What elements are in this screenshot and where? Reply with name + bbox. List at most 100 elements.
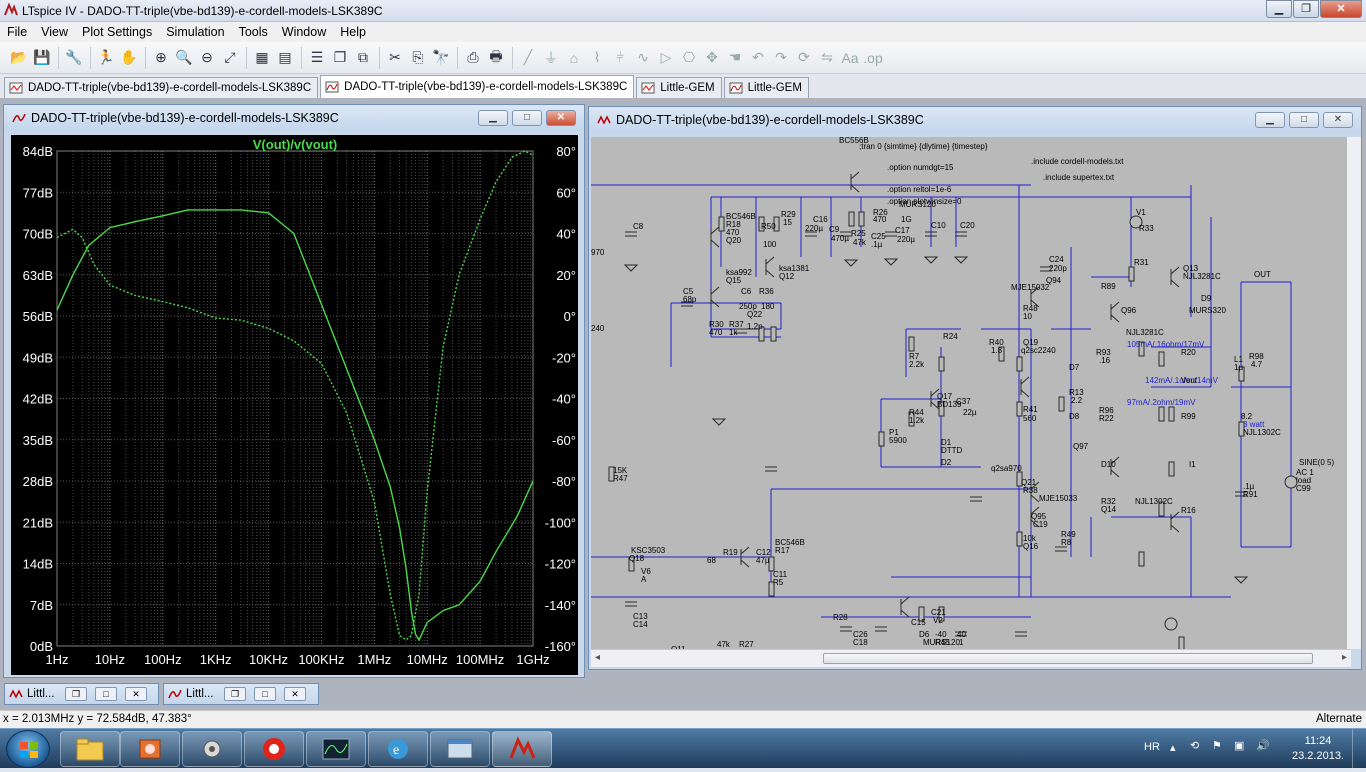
diode-icon[interactable]: ▷ bbox=[660, 49, 672, 65]
label-icon[interactable]: ⌂ bbox=[569, 49, 579, 66]
plot-window-titlebar[interactable]: DADO-TT-triple(vbe-bd139)-e-cordell-mode… bbox=[4, 105, 584, 131]
close-button[interactable]: ✕ bbox=[1320, 0, 1362, 18]
spice-directive-icon[interactable]: .op bbox=[863, 49, 883, 66]
redo-icon[interactable]: ↷ bbox=[775, 49, 787, 65]
menu-view[interactable]: View bbox=[41, 25, 69, 39]
minimized-window-1[interactable]: Littl... ❐ □ ✕ bbox=[4, 683, 159, 705]
language-indicator[interactable]: HR bbox=[1144, 741, 1160, 753]
maximize-button[interactable]: □ bbox=[95, 687, 117, 701]
close-windows-icon[interactable]: ⧉ bbox=[358, 49, 368, 65]
plot-minimize-button[interactable]: ▁ bbox=[478, 110, 508, 126]
menu-help[interactable]: Help bbox=[340, 25, 366, 39]
horizontal-scrollbar[interactable]: ◂ ▸ bbox=[591, 649, 1351, 667]
schematic-canvas[interactable]: ;tran 0 {simtime} {dlytime} {timestep}.o… bbox=[591, 137, 1351, 649]
plot-maximize-button[interactable]: □ bbox=[512, 110, 542, 126]
restore-button[interactable]: ❐ bbox=[65, 687, 87, 701]
capacitor-icon[interactable]: ⫩ bbox=[615, 49, 625, 65]
show-desktop-button[interactable] bbox=[1352, 729, 1366, 769]
minimized-window-2[interactable]: Littl... ❐ □ ✕ bbox=[163, 683, 319, 705]
restore-button[interactable]: ❐ bbox=[224, 687, 246, 701]
drag-icon[interactable]: ☚ bbox=[728, 49, 742, 65]
halt-icon[interactable]: ✋ bbox=[120, 49, 138, 65]
close-button[interactable]: ✕ bbox=[284, 687, 306, 701]
inductor-icon[interactable]: ∿ bbox=[637, 49, 649, 65]
rotate-icon[interactable]: ⟳ bbox=[798, 49, 810, 65]
tile-icon[interactable]: ▤ bbox=[278, 49, 292, 65]
network-icon[interactable]: ▣ bbox=[1234, 740, 1245, 752]
start-button[interactable] bbox=[6, 730, 50, 768]
find-icon[interactable]: 🔭 bbox=[432, 49, 450, 65]
taskbar-ltspice[interactable] bbox=[492, 731, 552, 767]
bode-plot[interactable]: 84dB77dB70dB63dB56dB49dB42dB35dB28dB21dB… bbox=[11, 135, 578, 675]
close-button[interactable]: ✕ bbox=[125, 687, 147, 701]
menu-plot-settings[interactable]: Plot Settings bbox=[82, 25, 153, 39]
taskbar-app-3[interactable] bbox=[182, 731, 242, 767]
menu-window[interactable]: Window bbox=[281, 25, 327, 39]
copy-icon[interactable]: ⎘ bbox=[412, 49, 424, 65]
undo-icon[interactable]: ↶ bbox=[752, 49, 764, 65]
taskbar-app-2[interactable] bbox=[120, 731, 180, 767]
volume-icon[interactable]: 🔊 bbox=[1256, 740, 1270, 752]
save-icon[interactable]: 💾 bbox=[33, 49, 51, 65]
schematic-minimize-button[interactable]: ▁ bbox=[1255, 112, 1285, 128]
print-icon[interactable]: 🖶 bbox=[489, 47, 503, 64]
internet-explorer-icon: e bbox=[388, 739, 408, 759]
open-icon[interactable]: 📂 bbox=[10, 49, 28, 65]
cascade-icon[interactable]: ❐ bbox=[333, 49, 347, 65]
schematic-window-titlebar[interactable]: DADO-TT-triple(vbe-bd139)-e-cordell-mode… bbox=[589, 107, 1361, 133]
transistor-collector bbox=[850, 171, 860, 180]
taskbar-app-7[interactable] bbox=[430, 731, 490, 767]
component-label: 250p bbox=[739, 302, 757, 311]
spice-directive: .include supertex.txt bbox=[1043, 173, 1115, 182]
move-icon[interactable]: ✥ bbox=[706, 49, 718, 65]
text-icon[interactable]: Aa bbox=[841, 49, 859, 66]
menu-tools[interactable]: Tools bbox=[238, 25, 268, 39]
control-panel-icon[interactable]: 🔧 bbox=[65, 49, 83, 65]
menu-file[interactable]: File bbox=[7, 25, 28, 39]
mirror-icon[interactable]: ⇋ bbox=[821, 49, 833, 65]
resistor-icon[interactable]: ⌇ bbox=[593, 49, 601, 65]
maximize-button[interactable]: □ bbox=[254, 687, 276, 701]
tile-horizontal-icon[interactable]: ☰ bbox=[310, 49, 324, 65]
minimize-button[interactable]: ▁ bbox=[1266, 0, 1292, 18]
component-label: R24 bbox=[943, 332, 958, 341]
schematic-close-button[interactable]: ✕ bbox=[1323, 112, 1353, 128]
tray-arrow-icon[interactable]: ▴ bbox=[1170, 742, 1176, 754]
component-label: C14 bbox=[633, 620, 648, 629]
tab-schematic-dado[interactable]: DADO-TT-triple(vbe-bd139)-e-cordell-mode… bbox=[4, 77, 319, 98]
tab-plot-dado[interactable]: DADO-TT-triple(vbe-bd139)-e-cordell-mode… bbox=[320, 75, 635, 98]
autorange-icon[interactable]: ▦ bbox=[255, 49, 269, 65]
plot-close-button[interactable]: ✕ bbox=[546, 110, 576, 126]
ground-icon[interactable]: ⏚ bbox=[544, 49, 558, 66]
pan-icon[interactable]: 🔍 bbox=[175, 49, 193, 65]
vertical-scrollbar[interactable] bbox=[1347, 137, 1361, 649]
sync-icon[interactable]: ⟲ bbox=[1190, 740, 1200, 752]
schematic-maximize-button[interactable]: □ bbox=[1289, 112, 1319, 128]
clock[interactable]: 11:24 23.2.2013. bbox=[1286, 734, 1350, 764]
spice-directive: .option numdgt=15 bbox=[887, 163, 954, 172]
action-center-icon[interactable]: ⚑ bbox=[1212, 740, 1222, 752]
print-preview-icon[interactable]: ⎙ bbox=[467, 49, 479, 65]
zoom-out-icon[interactable]: ⊖ bbox=[201, 49, 213, 65]
component-icon[interactable]: ⎔ bbox=[682, 49, 696, 65]
taskbar-ie[interactable]: e bbox=[368, 731, 428, 767]
wire-icon[interactable]: ╱ bbox=[523, 49, 533, 65]
cut-icon[interactable]: ✂ bbox=[389, 49, 401, 65]
scroll-left-arrow-icon[interactable]: ◂ bbox=[595, 652, 601, 663]
menu-simulation[interactable]: Simulation bbox=[166, 25, 225, 39]
zoom-in-icon[interactable]: ⊕ bbox=[155, 49, 167, 65]
mode-indicator: Alternate bbox=[1315, 713, 1362, 725]
scroll-thumb[interactable] bbox=[823, 653, 1313, 664]
taskbar-explorer[interactable] bbox=[60, 731, 120, 767]
restore-button[interactable]: ❐ bbox=[1293, 0, 1319, 18]
taskbar-app-4[interactable] bbox=[244, 731, 304, 767]
tab-plot-little-gem[interactable]: Little-GEM bbox=[723, 77, 809, 98]
tab-schematic-little-gem[interactable]: Little-GEM bbox=[636, 77, 722, 98]
schematic-drawing[interactable]: ;tran 0 {simtime} {dlytime} {timestep}.o… bbox=[591, 137, 1351, 649]
scroll-right-arrow-icon[interactable]: ▸ bbox=[1341, 652, 1347, 663]
run-icon[interactable]: 🏃 bbox=[97, 49, 115, 65]
taskbar-app-5[interactable] bbox=[306, 731, 366, 767]
zoom-fit-icon[interactable]: ⤢ bbox=[224, 49, 236, 65]
waveform-icon bbox=[729, 82, 743, 94]
